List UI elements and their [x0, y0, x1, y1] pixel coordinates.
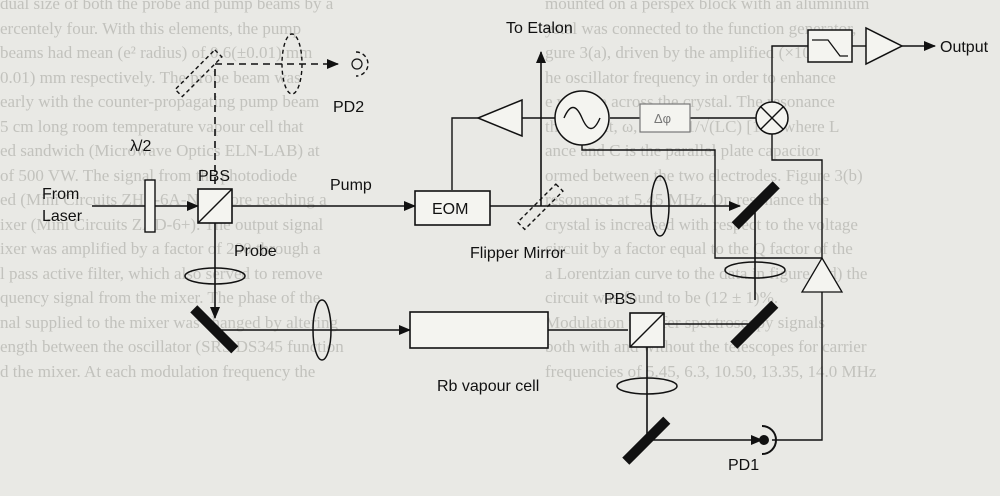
pbs-top	[197, 188, 233, 224]
crystal-amplifier	[800, 256, 844, 293]
label-pd1: PD1	[728, 457, 759, 474]
background-line: quency signal from the mixer. The phase …	[0, 288, 321, 307]
background-line: ed sandwich (Microwave Optics ELN-LAB) a…	[0, 141, 320, 160]
output-amplifier	[865, 26, 904, 66]
label-to-etalon: To Etalon	[506, 20, 573, 37]
label-lambda-half: λ/2	[130, 138, 151, 155]
pd1-detector	[761, 425, 777, 455]
label-from-laser-2: Laser	[42, 208, 83, 225]
flipper-mirror-top	[174, 48, 223, 98]
background-line: gure 3(a), driven by the amplified (×10)	[545, 43, 817, 62]
label-output: Output	[940, 39, 989, 56]
label-pbs-bottom: PBS	[604, 291, 636, 308]
background-line: early with the counter-propagating pump …	[0, 92, 320, 111]
label-phase: Δφ	[654, 111, 671, 126]
background-line: ercentely four. With this elements, the …	[0, 18, 302, 38]
wire-pd1-to-mixer	[771, 134, 823, 441]
background-line: 0.01) mm respectively. The probe beam wa…	[0, 67, 301, 87]
background-text-left: dual size of both the probe and pump bea…	[0, 0, 520, 384]
lens-pd2	[281, 33, 303, 95]
oscillator-icon	[554, 90, 610, 146]
background-line: circuit by a factor equal to the Q facto…	[545, 239, 853, 258]
background-line: ed (Mini Circuits ZHL-6A-N) before reach…	[0, 190, 327, 209]
label-pbs-top: PBS	[198, 168, 230, 185]
background-line: dual size of both the probe and pump bea…	[0, 0, 334, 13]
mirror-probe	[190, 305, 239, 354]
label-flipper-mirror: Flipper Mirror	[470, 245, 566, 262]
background-line: both with and without the telescopes for…	[545, 337, 867, 356]
lens-pump	[650, 175, 670, 237]
label-from-laser: From	[42, 186, 79, 203]
background-line: a Lorentzian curve to the data in figure…	[545, 263, 868, 283]
half-wave-plate	[144, 179, 156, 233]
background-line: frequencies of 5.45, 6.3, 10.50, 13.35, …	[545, 361, 877, 381]
pbs-bottom	[629, 312, 665, 348]
background-line: circuit was found to be (12 ± 1)%.	[545, 288, 779, 307]
background-line: d the mixer. At each modulation frequenc…	[0, 361, 316, 381]
background-line: l pass active filter, which also served …	[0, 263, 323, 283]
background-line: ormed between the two electrodes. Figure…	[545, 165, 863, 185]
low-pass-filter	[807, 29, 853, 63]
background-text-right: mounted on a perspex block with an alumi…	[545, 0, 1000, 384]
lens-pump-vertical	[724, 261, 786, 279]
eom-amplifier	[476, 98, 523, 138]
phase-shifter	[639, 103, 691, 133]
rb-vapour-cell	[409, 311, 549, 349]
mirror-probe-out	[622, 416, 671, 465]
wire-mixer-to-filter	[771, 45, 808, 102]
background-line: mounted on a perspex block with an alumi…	[545, 0, 870, 13]
background-line: nal supplied to the mixer was changed by…	[0, 312, 339, 332]
background-line: ixer was amplified by a factor of 200 th…	[0, 239, 321, 258]
wire-osc-to-crystal	[581, 140, 822, 259]
lens-probe	[312, 299, 332, 361]
mirror-pump-bottom	[730, 300, 779, 349]
background-line: of 500 VW. The signal from the photodiod…	[0, 165, 298, 185]
mixer-icon	[755, 101, 789, 135]
label-eom: EOM	[432, 201, 468, 218]
background-line: ength between the oscillator (SRS DS345 …	[0, 337, 344, 356]
background-line: he oscillator frequency in order to enha…	[545, 67, 836, 87]
background-line: ystal was connected to the function gene…	[545, 18, 857, 38]
flipper-mirror	[516, 183, 564, 231]
eom	[414, 190, 491, 226]
label-rb-cell: Rb vapour cell	[437, 378, 539, 395]
background-line: crystal is increased with respect to the…	[545, 214, 858, 234]
background-line: 5 cm long room temperature vapour cell t…	[0, 116, 304, 136]
label-pump: Pump	[330, 177, 372, 194]
background-line: beams had mean (e² radius) of 0.6(±0.01)…	[0, 43, 313, 62]
background-line: ixer (Mini Circuits ZAD-6+). The output …	[0, 214, 324, 234]
mirror-pump-top	[731, 181, 780, 230]
lens-pd1	[616, 377, 678, 395]
label-probe: Probe	[234, 243, 277, 260]
lens-probe-vertical	[184, 267, 246, 285]
label-pd2: PD2	[333, 99, 364, 116]
wire-amp-to-eom	[451, 117, 478, 190]
